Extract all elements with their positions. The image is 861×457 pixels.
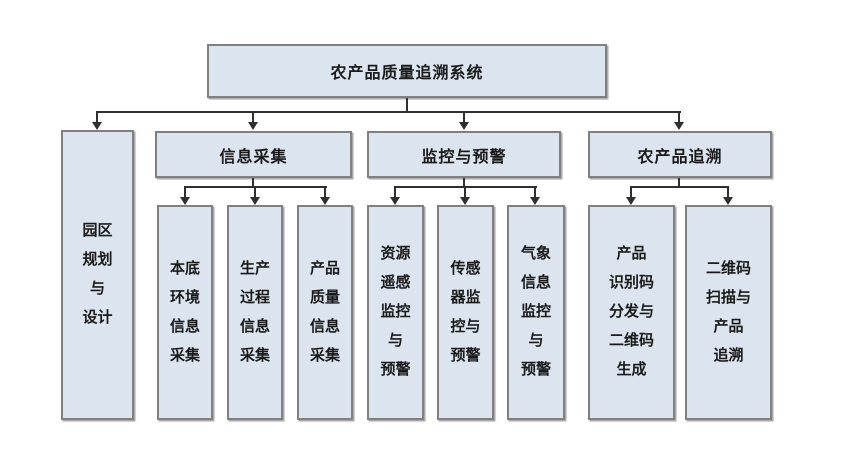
connector-drop-traceability — [678, 111, 680, 123]
connector-root-stem — [406, 97, 408, 113]
node-weather-monitoring: 气象 信息 监控 与 预警 — [507, 205, 565, 420]
node-remote-sensing-monitoring-label: 资源 遥感 监控 与 预警 — [380, 246, 411, 378]
arrow-down-icon — [460, 197, 470, 205]
connector-group1-drop1 — [184, 186, 186, 198]
arrow-down-icon — [320, 197, 330, 205]
arrow-down-icon — [674, 122, 684, 130]
node-product-quality-info-label: 产品 质量 信息 采集 — [309, 260, 340, 364]
connector-level1-rail — [96, 111, 681, 113]
connector-group2-drop1 — [394, 186, 396, 198]
arrow-down-icon — [250, 197, 260, 205]
node-product-quality-info: 产品 质量 信息 采集 — [297, 205, 353, 420]
arrow-down-icon — [530, 197, 540, 205]
connector-group2-drop2 — [464, 186, 466, 198]
node-park-planning-label: 园区 规划 与 设计 — [82, 223, 113, 326]
connector-drop-monitoring — [463, 111, 465, 123]
node-product-traceability: 农产品追溯 — [588, 131, 772, 178]
node-sensor-monitoring-label: 传感 器监 控与 预警 — [450, 260, 481, 364]
node-production-process-info-label: 生产 过程 信息 采集 — [239, 260, 270, 364]
connector-group1-drop2 — [254, 186, 256, 198]
node-baseline-env-info: 本底 环境 信息 采集 — [157, 205, 213, 420]
connector-group1-stem — [252, 176, 254, 188]
arrow-down-icon — [390, 197, 400, 205]
node-info-collection-label: 信息采集 — [219, 148, 288, 166]
node-production-process-info: 生产 过程 信息 采集 — [227, 205, 283, 420]
node-monitoring-warning: 监控与预警 — [367, 131, 561, 178]
connector-group3-drop1 — [630, 186, 632, 198]
arrow-down-icon — [248, 122, 258, 130]
node-info-collection: 信息采集 — [155, 131, 352, 178]
node-remote-sensing-monitoring: 资源 遥感 监控 与 预警 — [367, 205, 424, 420]
connector-group2-drop3 — [534, 186, 536, 198]
node-park-planning: 园区 规划 与 设计 — [61, 130, 134, 420]
connector-group3-drop2 — [727, 186, 729, 198]
connector-group2-stem — [463, 176, 465, 188]
root-node-label: 农产品质量追溯系统 — [330, 65, 484, 82]
node-monitoring-warning-label: 监控与预警 — [421, 148, 507, 166]
arrow-down-icon — [92, 122, 102, 130]
connector-group3-rail — [630, 186, 729, 188]
root-node: 农产品质量追溯系统 — [207, 44, 607, 98]
node-baseline-env-info-label: 本底 环境 信息 采集 — [169, 260, 200, 364]
node-weather-monitoring-label: 气象 信息 监控 与 预警 — [520, 246, 551, 378]
arrow-down-icon — [180, 197, 190, 205]
node-product-traceability-label: 农产品追溯 — [637, 148, 723, 166]
arrow-down-icon — [723, 197, 733, 205]
arrow-down-icon — [626, 197, 636, 205]
connector-drop-info-collection — [252, 111, 254, 123]
node-sensor-monitoring: 传感 器监 控与 预警 — [437, 205, 494, 420]
node-id-code-qr-generation-label: 产品 识别码 分发与 二维码 生成 — [608, 246, 654, 378]
node-qr-scan-traceability-label: 二维码 扫描与 产品 追溯 — [705, 260, 751, 364]
arrow-down-icon — [459, 122, 469, 130]
node-qr-scan-traceability: 二维码 扫描与 产品 追溯 — [685, 205, 772, 420]
node-id-code-qr-generation: 产品 识别码 分发与 二维码 生成 — [588, 205, 675, 420]
connector-group3-stem — [678, 176, 680, 188]
connector-group1-drop3 — [324, 186, 326, 198]
connector-drop-side — [96, 111, 98, 123]
